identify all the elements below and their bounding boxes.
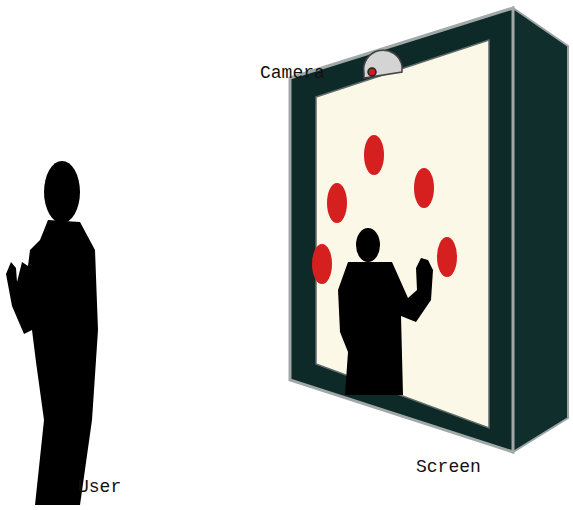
screen-label: Screen	[416, 458, 481, 478]
screen-silhouette	[338, 228, 433, 395]
display-panel	[316, 40, 489, 428]
user-label: User	[78, 478, 121, 498]
targets	[312, 135, 457, 284]
camera-label: Camera	[260, 64, 325, 84]
camera	[364, 50, 402, 78]
user-silhouette	[6, 161, 98, 505]
screen-side	[513, 8, 568, 452]
